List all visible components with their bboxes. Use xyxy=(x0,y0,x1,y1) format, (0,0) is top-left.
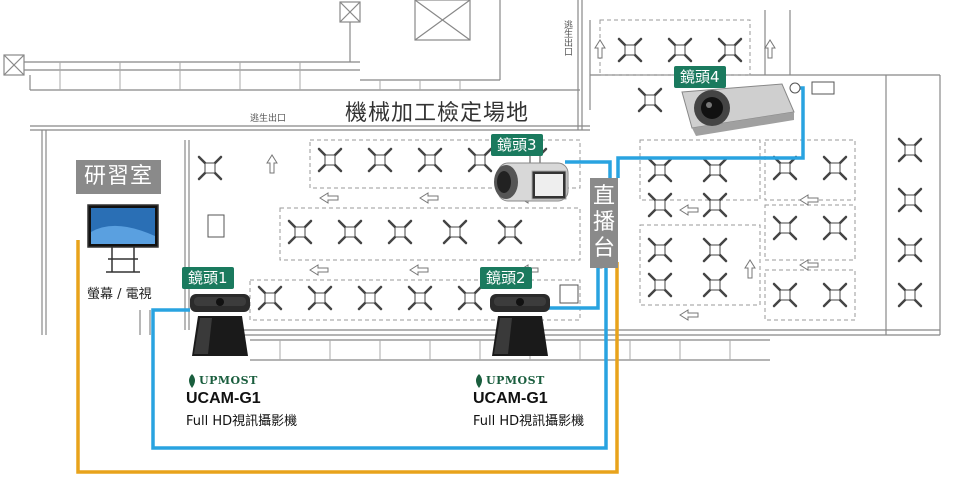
arrow-icon xyxy=(409,264,429,276)
arrow-icon xyxy=(799,259,819,271)
machine-icon xyxy=(197,155,223,181)
webcam-icon xyxy=(490,294,550,356)
window-ticks xyxy=(59,62,731,360)
camera-4-label: 鏡頭4 xyxy=(674,66,726,88)
machine-icon xyxy=(647,237,673,263)
brand-logo-2 xyxy=(473,372,485,390)
machine-icon xyxy=(897,137,923,163)
machine-icon xyxy=(897,237,923,263)
hall-title: 機械加工檢定場地 xyxy=(345,101,530,126)
arrow-icon xyxy=(679,309,699,321)
machine-icon xyxy=(647,192,673,218)
arrow-icon xyxy=(594,39,606,59)
machine-icon xyxy=(337,219,363,245)
ptz-camera-icon xyxy=(681,83,795,136)
screen-caption: 螢幕 / 電視 xyxy=(87,287,152,302)
live-station-label: 直播台 xyxy=(590,178,618,268)
webcam-icon xyxy=(190,294,250,356)
machine-icon xyxy=(287,219,313,245)
brand-name-1: UPMOST xyxy=(199,374,258,387)
device-icons xyxy=(207,81,835,304)
arrow-icon xyxy=(744,259,756,279)
machine-icon xyxy=(442,219,468,245)
arrow-icon xyxy=(319,192,339,204)
arrow-icon xyxy=(764,39,776,59)
machine-icon xyxy=(497,219,523,245)
machine-icon xyxy=(772,282,798,308)
camera-2-label: 鏡頭2 xyxy=(480,267,532,289)
machine-icon xyxy=(702,272,728,298)
machine-icon xyxy=(307,285,333,311)
leaf-icon xyxy=(189,373,195,388)
arrow-icon xyxy=(419,192,439,204)
machine-icon xyxy=(647,272,673,298)
camera-3-label: 鏡頭3 xyxy=(491,134,543,156)
monitor-icon xyxy=(87,204,159,273)
machine-icon xyxy=(637,87,663,113)
machine-icon xyxy=(897,282,923,308)
arrow-icon xyxy=(799,194,819,206)
machine-icon xyxy=(647,157,673,183)
brand-name-2: UPMOST xyxy=(486,374,545,387)
brand-logo-1 xyxy=(186,372,198,390)
product-desc-1: Full HD視訊攝影機 xyxy=(186,414,298,429)
machine-icon xyxy=(467,147,493,173)
model-name-1: UCAM-G1 xyxy=(186,390,261,407)
machine-icon xyxy=(417,147,443,173)
machine-icon xyxy=(772,155,798,181)
machine-icon xyxy=(617,37,643,63)
machine-icon xyxy=(387,219,413,245)
machine-icon xyxy=(822,155,848,181)
leaf-icon xyxy=(476,373,482,388)
machine-icon xyxy=(822,215,848,241)
machine-icon xyxy=(357,285,383,311)
machine-icon xyxy=(897,187,923,213)
product-desc-2: Full HD視訊攝影機 xyxy=(473,414,585,429)
machine-icon xyxy=(717,37,743,63)
arrow-icon xyxy=(266,154,278,174)
machine-icons xyxy=(197,37,923,311)
machine-icon xyxy=(457,285,483,311)
machine-icon xyxy=(702,157,728,183)
machine-icon xyxy=(702,237,728,263)
arrow-icon xyxy=(679,204,699,216)
blue-cable-3 xyxy=(565,160,612,178)
exit-label-top: 逃生出口 xyxy=(250,114,287,124)
orange-cable xyxy=(76,240,619,474)
machine-icon xyxy=(317,147,343,173)
work-areas xyxy=(249,19,856,321)
machine-icon xyxy=(407,285,433,311)
arrow-icon xyxy=(309,264,329,276)
machine-icon xyxy=(667,37,693,63)
camera-1-label: 鏡頭1 xyxy=(182,267,234,289)
model-name-2: UCAM-G1 xyxy=(473,390,548,407)
machine-icon xyxy=(702,192,728,218)
blue-cable-1 xyxy=(151,262,608,450)
machine-icon xyxy=(367,147,393,173)
room-label: 研習室 xyxy=(76,160,162,194)
camcorder-icon xyxy=(494,162,569,202)
walls xyxy=(3,0,941,361)
machine-icon xyxy=(822,282,848,308)
exit-label-side: 逃生出口 xyxy=(562,20,572,56)
machine-icon xyxy=(257,285,283,311)
machine-icon xyxy=(772,215,798,241)
